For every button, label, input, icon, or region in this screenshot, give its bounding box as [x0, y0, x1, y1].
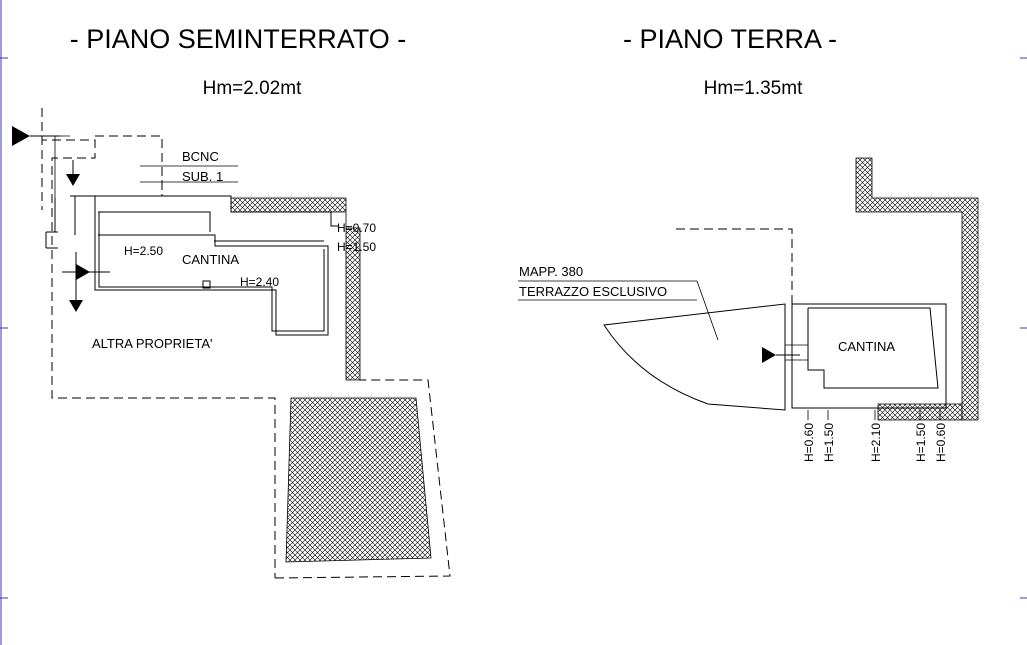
label-cantina-left: CANTINA	[182, 252, 239, 267]
height-label-5: H=0.60	[934, 423, 948, 462]
right-plan-height-note: Hm=1.35mt	[704, 78, 803, 99]
label-h250: H=2.50	[124, 244, 163, 258]
left-hatched-courtyard	[285, 397, 432, 563]
height-label-4: H=1.50	[914, 423, 928, 462]
height-label-3: H=2.10	[869, 423, 883, 462]
section-marker-left-2	[66, 160, 80, 186]
label-cantina-right: CANTINA	[838, 339, 895, 354]
label-h240: H=2.40	[240, 275, 279, 289]
label-mapp-380: MAPP. 380	[519, 264, 583, 279]
section-marker-left-1	[12, 126, 60, 146]
label-h070: H=0.70	[337, 221, 376, 235]
right-plan: MAPP. 380 TERRAZZO ESCLUSIVO CANTINA H=0…	[518, 157, 979, 462]
left-plan-title: - PIANO SEMINTERRATO -	[70, 24, 407, 54]
section-marker-left-3	[62, 252, 110, 312]
left-plan: BCNC SUB. 1 H=0.70 H=1.50 H=2.50 CANTINA…	[12, 108, 451, 579]
label-bcnc: BCNC	[182, 149, 219, 164]
label-h150: H=1.50	[337, 240, 376, 254]
right-hatched-wall	[855, 157, 979, 421]
label-sub-1: SUB. 1	[182, 169, 223, 184]
right-plan-title: - PIANO TERRA -	[623, 24, 837, 54]
height-label-2: H=1.50	[822, 423, 836, 462]
label-altra-proprieta: ALTRA PROPRIETA'	[92, 336, 212, 351]
height-label-1: H=0.60	[802, 423, 816, 462]
left-plan-height-note: Hm=2.02mt	[203, 78, 302, 99]
label-terrazzo-esclusivo: TERRAZZO ESCLUSIVO	[519, 284, 667, 299]
section-marker-right	[762, 347, 800, 363]
